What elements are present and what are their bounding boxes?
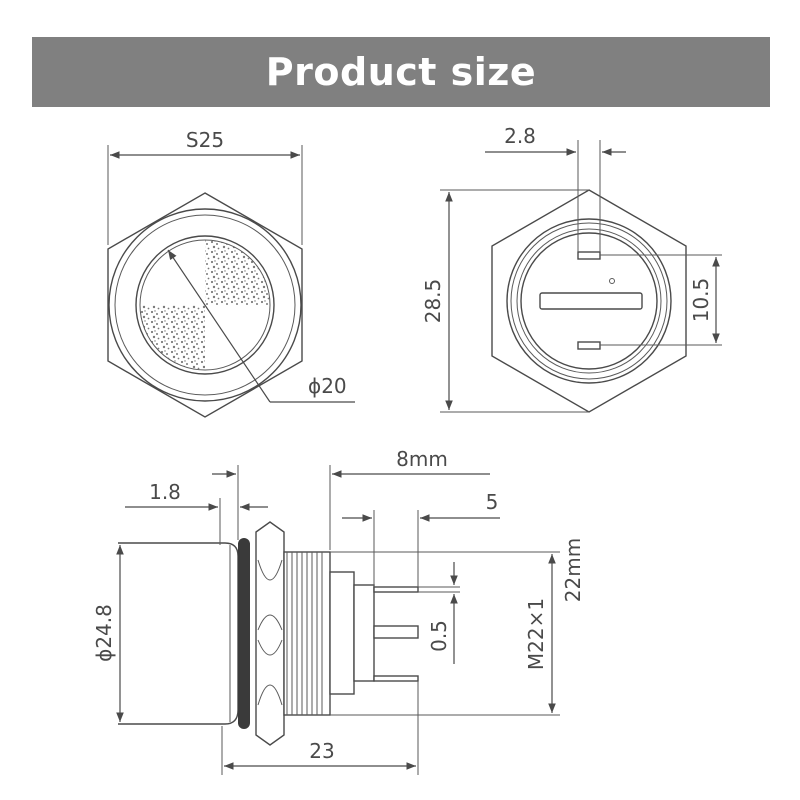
side-thickness-label: 0.5 bbox=[427, 620, 451, 652]
page-title: Product size bbox=[265, 50, 537, 94]
front-width-label: S25 bbox=[186, 128, 224, 152]
front-bezel-ring bbox=[114, 214, 296, 396]
side-bezel-label: 1.8 bbox=[149, 480, 181, 504]
title-banner: Product size bbox=[32, 37, 770, 107]
rear-terminal-bottom bbox=[577, 341, 601, 350]
side-terminal-mid bbox=[373, 625, 419, 639]
rear-terminal-width-label: 2.8 bbox=[504, 124, 536, 148]
side-rear-housing bbox=[329, 571, 355, 695]
side-diameter-label: ϕ24.8 bbox=[92, 604, 116, 662]
side-length-label: 23 bbox=[309, 739, 334, 763]
rear-terminal-spacing-label: 10.5 bbox=[689, 278, 713, 323]
side-bezel bbox=[118, 542, 239, 725]
side-gasket bbox=[238, 538, 250, 729]
side-terminal-label: 5 bbox=[486, 490, 499, 514]
side-mount-label: 22mm bbox=[561, 538, 585, 602]
front-view: ϕ20 S25 bbox=[107, 128, 355, 418]
rear-base-slot bbox=[539, 292, 643, 310]
rear-height-label: 28.5 bbox=[421, 279, 445, 324]
side-thread-label: M22×1 bbox=[524, 598, 548, 670]
rear-view: 2.8 28.5 10.5 bbox=[421, 124, 722, 413]
side-hex-nut bbox=[255, 521, 285, 746]
side-terminal-top bbox=[373, 586, 419, 593]
side-terminal-bottom bbox=[373, 675, 419, 682]
side-rear-step bbox=[353, 584, 375, 682]
side-view: 8mm 1.8 5 ϕ24.8 0.5 M22×1 22mm 23 bbox=[92, 447, 585, 775]
rear-terminal-top bbox=[577, 251, 601, 260]
front-diameter-label: ϕ20 bbox=[308, 374, 347, 398]
diameter-leader bbox=[167, 249, 271, 403]
side-overall-label: 8mm bbox=[396, 447, 448, 471]
